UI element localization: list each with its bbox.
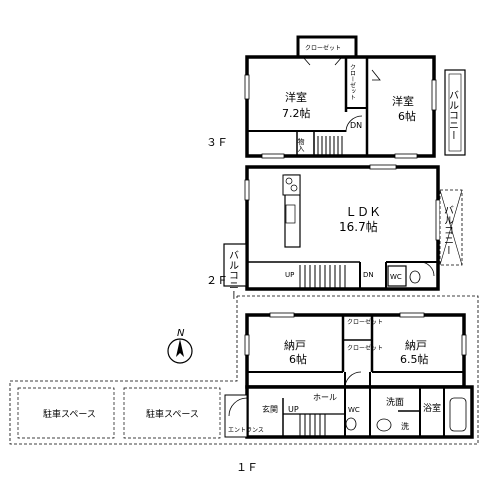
closet-1f-a-label: クローゼット — [347, 318, 383, 326]
compass: N — [167, 328, 193, 364]
stairs-1f-up: UP — [288, 405, 299, 414]
balcony-2f-left — [223, 243, 247, 287]
floor-label-3f: ３Ｆ — [206, 136, 228, 149]
storage-room-a-name: 納戸 — [284, 339, 306, 352]
compass-letter: N — [177, 328, 185, 339]
balcony-2f-left-label: バルコニー — [227, 250, 239, 300]
floor-label-2f: ２Ｆ — [206, 274, 228, 287]
wash-label: 洗 — [401, 421, 409, 431]
storage-label: 物入 — [297, 137, 305, 152]
western-room-b-name: 洋室 — [392, 94, 414, 108]
entrance-label: 玄関 — [262, 404, 278, 414]
storage-room-b-size: 6.5帖 — [400, 353, 429, 366]
ldk-name: ＬＤＫ — [345, 205, 381, 219]
parking-space-b — [123, 387, 221, 439]
site-boundary — [9, 295, 479, 445]
balcony-3f — [444, 69, 466, 156]
floor-3f — [244, 35, 466, 159]
entrance-approach-label: エントランス — [228, 427, 264, 434]
floor-1f — [9, 295, 479, 445]
western-room-a-size: 7.2帖 — [282, 107, 311, 120]
compass-needle-icon — [176, 339, 184, 357]
wc-2f-label: WC — [390, 273, 402, 281]
stairs-2f-up: UP — [285, 271, 294, 279]
closet-1f-b-label: クローゼット — [347, 344, 383, 352]
stairs-2f-down: DN — [363, 271, 374, 279]
bathtub — [449, 397, 467, 432]
balcony-2f-right-label: バルコニー — [442, 205, 454, 255]
hall-label: ホール — [313, 393, 337, 402]
floor-label-1f: １Ｆ — [236, 461, 258, 474]
ldk-size: 16.7帖 — [339, 219, 378, 234]
wc-1f-label: WC — [348, 406, 360, 414]
washroom-label: 洗面 — [386, 396, 404, 408]
closet-top-label: クローゼット — [305, 44, 341, 52]
western-room-b-size: 6帖 — [398, 110, 416, 123]
floor-2f — [223, 164, 463, 291]
parking-space-a — [17, 387, 115, 439]
bathroom-label: 浴室 — [423, 402, 441, 414]
balcony-3f-label: バルコニー — [447, 90, 459, 140]
closet-side-label: クローゼット — [349, 64, 356, 100]
floor-3f-outline — [245, 55, 436, 158]
storage-room-b-name: 納戸 — [405, 339, 427, 352]
wc-2f-box — [387, 265, 407, 287]
western-room-a-name: 洋室 — [285, 90, 307, 104]
parking-space-b-label: 駐車スペース — [146, 408, 199, 420]
storage-room-a-size: 6帖 — [289, 353, 307, 366]
parking-space-a-label: 駐車スペース — [43, 408, 96, 420]
stairs-3f-down: DN — [350, 121, 362, 130]
